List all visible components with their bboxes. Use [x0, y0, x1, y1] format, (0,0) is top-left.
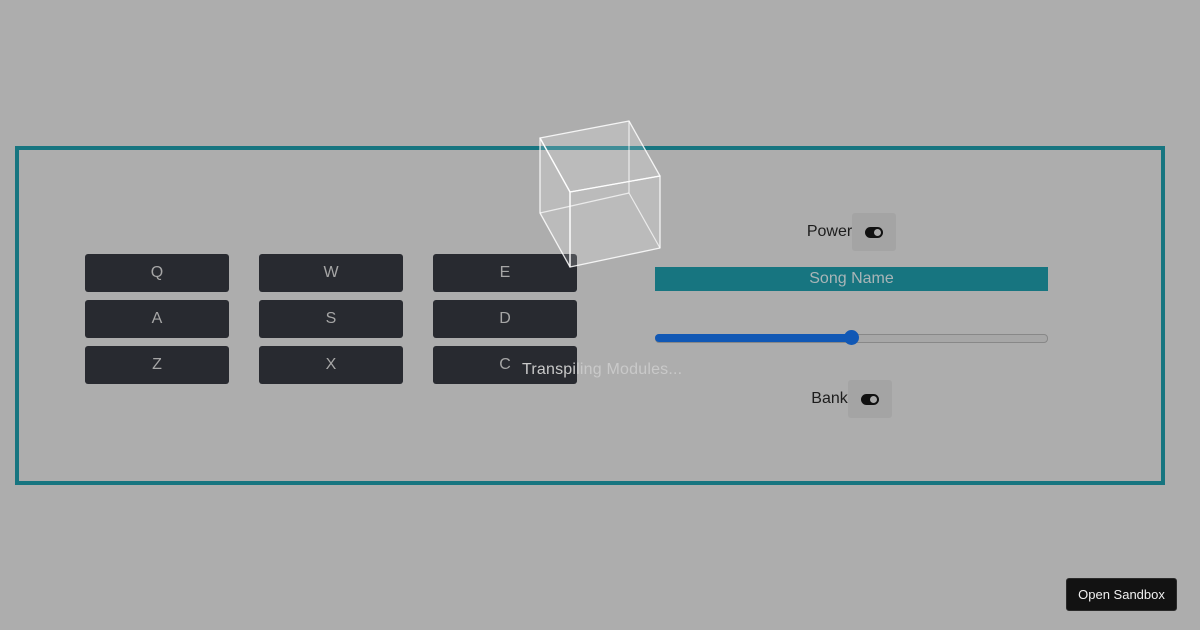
- pad-s[interactable]: S: [259, 300, 403, 338]
- toggle-on-icon: [865, 226, 884, 238]
- power-toggle-button[interactable]: [852, 213, 897, 251]
- loading-text: Transpiling Modules...: [522, 361, 683, 378]
- pad-z[interactable]: Z: [85, 346, 229, 384]
- controls-panel: Power Song Name Bank: [655, 213, 1048, 418]
- pad-e[interactable]: E: [433, 254, 577, 292]
- pad-d[interactable]: D: [433, 300, 577, 338]
- pad-x[interactable]: X: [259, 346, 403, 384]
- bank-control: Bank: [655, 380, 1048, 418]
- pad-c[interactable]: C: [433, 346, 577, 384]
- pad-a[interactable]: A: [85, 300, 229, 338]
- pad-grid: Q W E A S D Z X C: [85, 254, 577, 384]
- drum-machine: Q W E A S D Z X C Power Song Name Bank: [15, 146, 1165, 485]
- bank-label: Bank: [811, 390, 848, 407]
- song-name-display: Song Name: [655, 267, 1048, 291]
- pad-q[interactable]: Q: [85, 254, 229, 292]
- slider-thumb[interactable]: [844, 330, 859, 345]
- pad-w[interactable]: W: [259, 254, 403, 292]
- bank-toggle-button[interactable]: [847, 380, 892, 418]
- toggle-on-icon: [860, 393, 879, 405]
- loading-cube-icon: [539, 120, 661, 268]
- power-control: Power: [655, 213, 1048, 251]
- open-sandbox-button[interactable]: Open Sandbox: [1066, 578, 1177, 611]
- slider-fill: [655, 334, 851, 342]
- power-label: Power: [806, 223, 853, 240]
- volume-slider[interactable]: [655, 330, 1048, 346]
